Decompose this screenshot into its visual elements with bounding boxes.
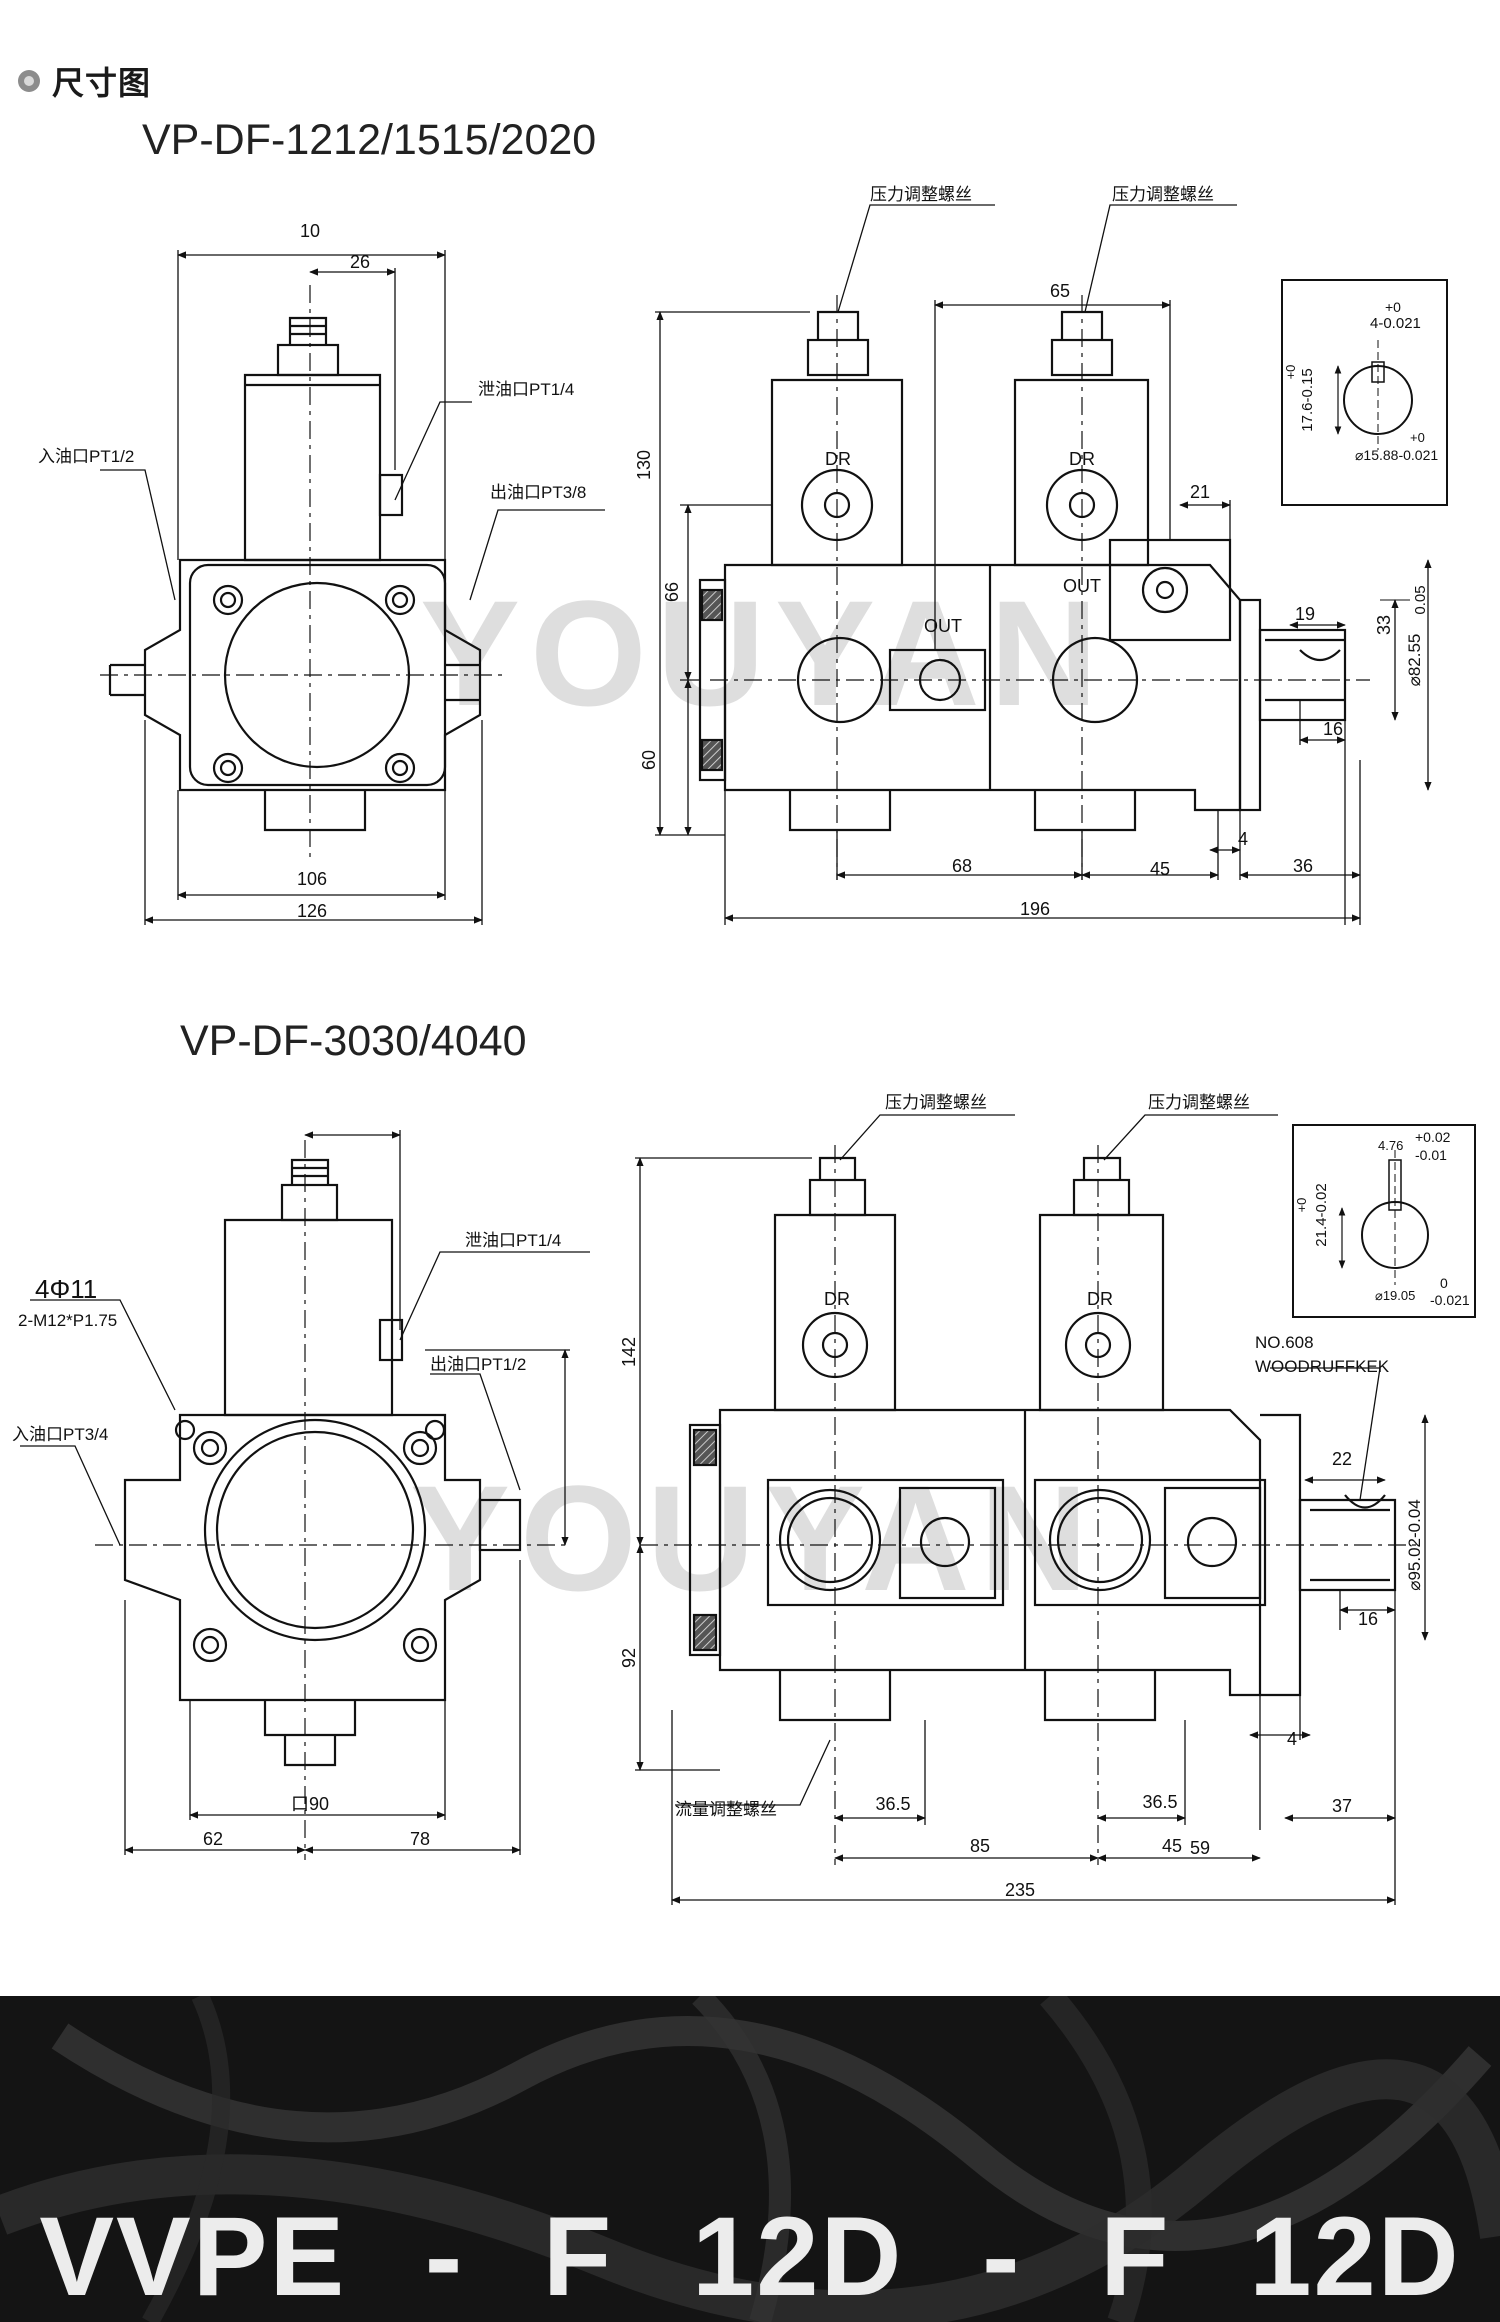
model-code: VVPE - F 12D - F 12D <box>0 2186 1500 2322</box>
code-segment-mount-1: F <box>542 2193 614 2319</box>
key-side-plus-1: +0 <box>1283 365 1298 380</box>
dim-106: 106 <box>297 869 327 889</box>
banner-texture <box>0 1996 1500 2322</box>
label-flow-screw-2: 流量调整螺丝 <box>675 1800 777 1819</box>
dim-4-2: 4 <box>1287 1729 1297 1749</box>
key-top-minus-2: -0.01 <box>1415 1147 1447 1163</box>
label-pressure-screw-2b: 压力调整螺丝 <box>1148 1093 1250 1112</box>
dim-65: 65 <box>1050 281 1070 301</box>
front-view-2 <box>95 1140 570 1860</box>
dim-shaft-2: ⌀95.02-0.04 <box>1405 1499 1424 1591</box>
label-pressure-screw-2a: 压力调整螺丝 <box>885 1093 987 1112</box>
watermark-2: YOUYAN <box>410 1454 1098 1622</box>
key-top-plus-1: +0 <box>1385 299 1401 315</box>
key-bottom-zero-2: 0 <box>1440 1275 1448 1291</box>
key-bottom-plus-1: +0 <box>1410 430 1425 445</box>
label-out-1a: OUT <box>924 616 962 636</box>
code-segment-mount-2: F <box>1100 2193 1171 2319</box>
label-bolts-2: 4Φ11 <box>35 1274 97 1304</box>
dim-66: 66 <box>662 582 682 602</box>
code-segment-series: VVPE <box>39 2193 347 2319</box>
key-bottom-1: ⌀15.88-0.021 <box>1355 447 1438 463</box>
dim-4-1: 4 <box>1238 829 1248 849</box>
dim-45-2: 45 <box>1162 1836 1182 1856</box>
dim-85: 85 <box>970 1836 990 1856</box>
key-top-plus-2: +0.02 <box>1415 1129 1451 1145</box>
dim-36-5-b: 36.5 <box>1142 1792 1177 1812</box>
dim-16-2: 16 <box>1358 1609 1378 1629</box>
dimension-drawings: YOUYAN YOUYAN <box>12 185 1476 1905</box>
dim-16-1: 16 <box>1323 719 1343 739</box>
model-title-1: VP-DF-1212/1515/2020 <box>142 116 597 164</box>
dim-shaft-1: ⌀82.55 <box>1405 634 1424 687</box>
watermark-1: YOUYAN <box>420 569 1108 737</box>
dim-78: 78 <box>410 1829 430 1849</box>
dim-142: 142 <box>619 1337 639 1367</box>
label-outlet-2: 出油口PT1/2 <box>430 1355 526 1374</box>
key-width-1: 4-0.021 <box>1370 315 1421 332</box>
label-bolt-thread-2: 2-M12*P1.75 <box>18 1311 117 1330</box>
dim-21: 21 <box>1190 482 1210 502</box>
model-title-2: VP-DF-3030/4040 <box>180 1017 527 1065</box>
key-bottom-minus-2: -0.021 <box>1430 1292 1470 1308</box>
dim-45-1: 45 <box>1150 859 1170 879</box>
bullet-icon <box>18 70 40 92</box>
label-pressure-screw-1b: 压力调整螺丝 <box>1112 185 1214 204</box>
dim-37: 37 <box>1332 1796 1352 1816</box>
key-side-1: 17.6-0.15 <box>1299 368 1316 431</box>
code-segment-size-1: 12D <box>691 2193 904 2319</box>
dim-60: 60 <box>639 750 659 770</box>
dim-36: 36 <box>1293 856 1313 876</box>
section-title: 尺寸图 <box>52 64 152 102</box>
dim-235: 235 <box>1005 1880 1035 1900</box>
dim-130: 130 <box>634 450 654 480</box>
dim-196: 196 <box>1020 899 1050 919</box>
dim-square-90: 口90 <box>291 1794 329 1814</box>
label-inlet-2: 入油口PT3/4 <box>12 1425 108 1444</box>
label-out-1b: OUT <box>1063 576 1101 596</box>
dim-92: 92 <box>619 1648 639 1668</box>
dim-126: 126 <box>297 901 327 921</box>
dim-22: 22 <box>1332 1449 1352 1469</box>
key-width-2: 4.76 <box>1378 1138 1403 1153</box>
label-woodruff-no: NO.608 <box>1255 1333 1314 1352</box>
label-dr-1b: DR <box>1069 449 1095 469</box>
section-header: 尺寸图 <box>18 58 151 104</box>
model-code-banner: VVPE - F 12D - F 12D <box>0 1996 1500 2322</box>
dim-68: 68 <box>952 856 972 876</box>
front-view-1 <box>100 285 505 860</box>
dim-shaft-tol-1: 0.05 <box>1412 585 1429 614</box>
code-separator-1: - <box>424 2193 465 2319</box>
label-dr-2b: DR <box>1087 1289 1113 1309</box>
dim-62: 62 <box>203 1829 223 1849</box>
key-detail-1: +0 4-0.021 17.6-0.15 +0 +0 ⌀15.88-0.021 <box>1281 279 1448 506</box>
label-outlet-1: 出油口PT3/8 <box>490 483 586 502</box>
dim-33: 33 <box>1374 615 1394 635</box>
dim-59: 59 <box>1190 1838 1210 1858</box>
code-segment-size-2: 12D <box>1249 2193 1461 2319</box>
key-bottom-2: ⌀19.05 <box>1375 1288 1415 1303</box>
side-view-2 <box>640 1145 1420 1865</box>
key-detail-2: +0.02 4.76 -0.01 21.4-0.02 +0 ⌀19.05 0 -… <box>1292 1124 1476 1318</box>
dim-36-5-a: 36.5 <box>875 1794 910 1814</box>
label-inlet-1: 入油口PT1/2 <box>38 447 134 466</box>
label-drain-2: 泄油口PT1/4 <box>465 1231 561 1250</box>
label-dr-2a: DR <box>824 1289 850 1309</box>
label-drain-1: 泄油口PT1/4 <box>478 380 574 399</box>
side-view-1 <box>698 295 1370 880</box>
dim-26: 26 <box>350 252 370 272</box>
label-pressure-screw-1a: 压力调整螺丝 <box>870 185 972 204</box>
key-side-plus-2: +0 <box>1294 1198 1309 1213</box>
key-side-2: 21.4-0.02 <box>1313 1183 1330 1246</box>
label-woodruff: WOODRUFFKEK <box>1255 1357 1390 1376</box>
code-separator-2: - <box>982 2193 1022 2319</box>
label-dr-1a: DR <box>825 449 851 469</box>
dim-19: 19 <box>1295 604 1315 624</box>
dim-10: 10 <box>300 221 320 241</box>
